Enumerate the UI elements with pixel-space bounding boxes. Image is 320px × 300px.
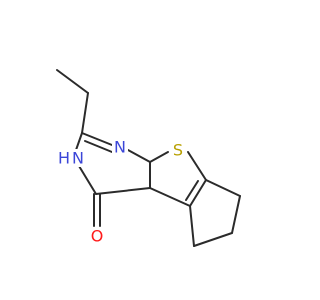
bond-n-top-c8a bbox=[127, 149, 151, 163]
bond-c7a-c3a bbox=[189, 179, 207, 207]
molecule-structure-diagram: N H N S O bbox=[56, 69, 241, 247]
bond-nh-c4 bbox=[78, 165, 97, 195]
bond-c4-c4a bbox=[95, 187, 151, 195]
bond-c7a-c3a-double bbox=[185, 180, 199, 201]
bond-c6-c5 bbox=[193, 232, 233, 247]
bond-c7a-c7 bbox=[205, 179, 241, 197]
bond-ethyl-ch2 bbox=[81, 92, 89, 134]
atom-n-top: N bbox=[112, 138, 128, 157]
atom-nh: H N bbox=[56, 149, 88, 168]
bond-c8a-s bbox=[149, 151, 169, 163]
atom-label-h: H bbox=[58, 149, 70, 168]
bond-c2-n-top-double bbox=[84, 140, 113, 153]
bond-c2-nh bbox=[75, 132, 83, 151]
atom-label-s: S bbox=[173, 141, 183, 160]
bond-c7-c6 bbox=[231, 195, 241, 234]
atom-s: S bbox=[170, 141, 186, 160]
atom-label-n-top: N bbox=[114, 138, 126, 157]
bond-ethyl-ch3 bbox=[56, 69, 89, 94]
atom-label-nh: N bbox=[72, 149, 84, 168]
bond-c5-c4 bbox=[189, 205, 195, 247]
bond-c3a-c4a bbox=[149, 187, 191, 207]
atom-o: O bbox=[89, 227, 107, 246]
bond-lines bbox=[56, 69, 241, 247]
atom-label-o: O bbox=[91, 227, 104, 246]
atom-labels: N H N S O bbox=[56, 138, 186, 246]
bond-c2-n-top bbox=[81, 132, 113, 146]
bond-s-c7a bbox=[187, 151, 207, 181]
